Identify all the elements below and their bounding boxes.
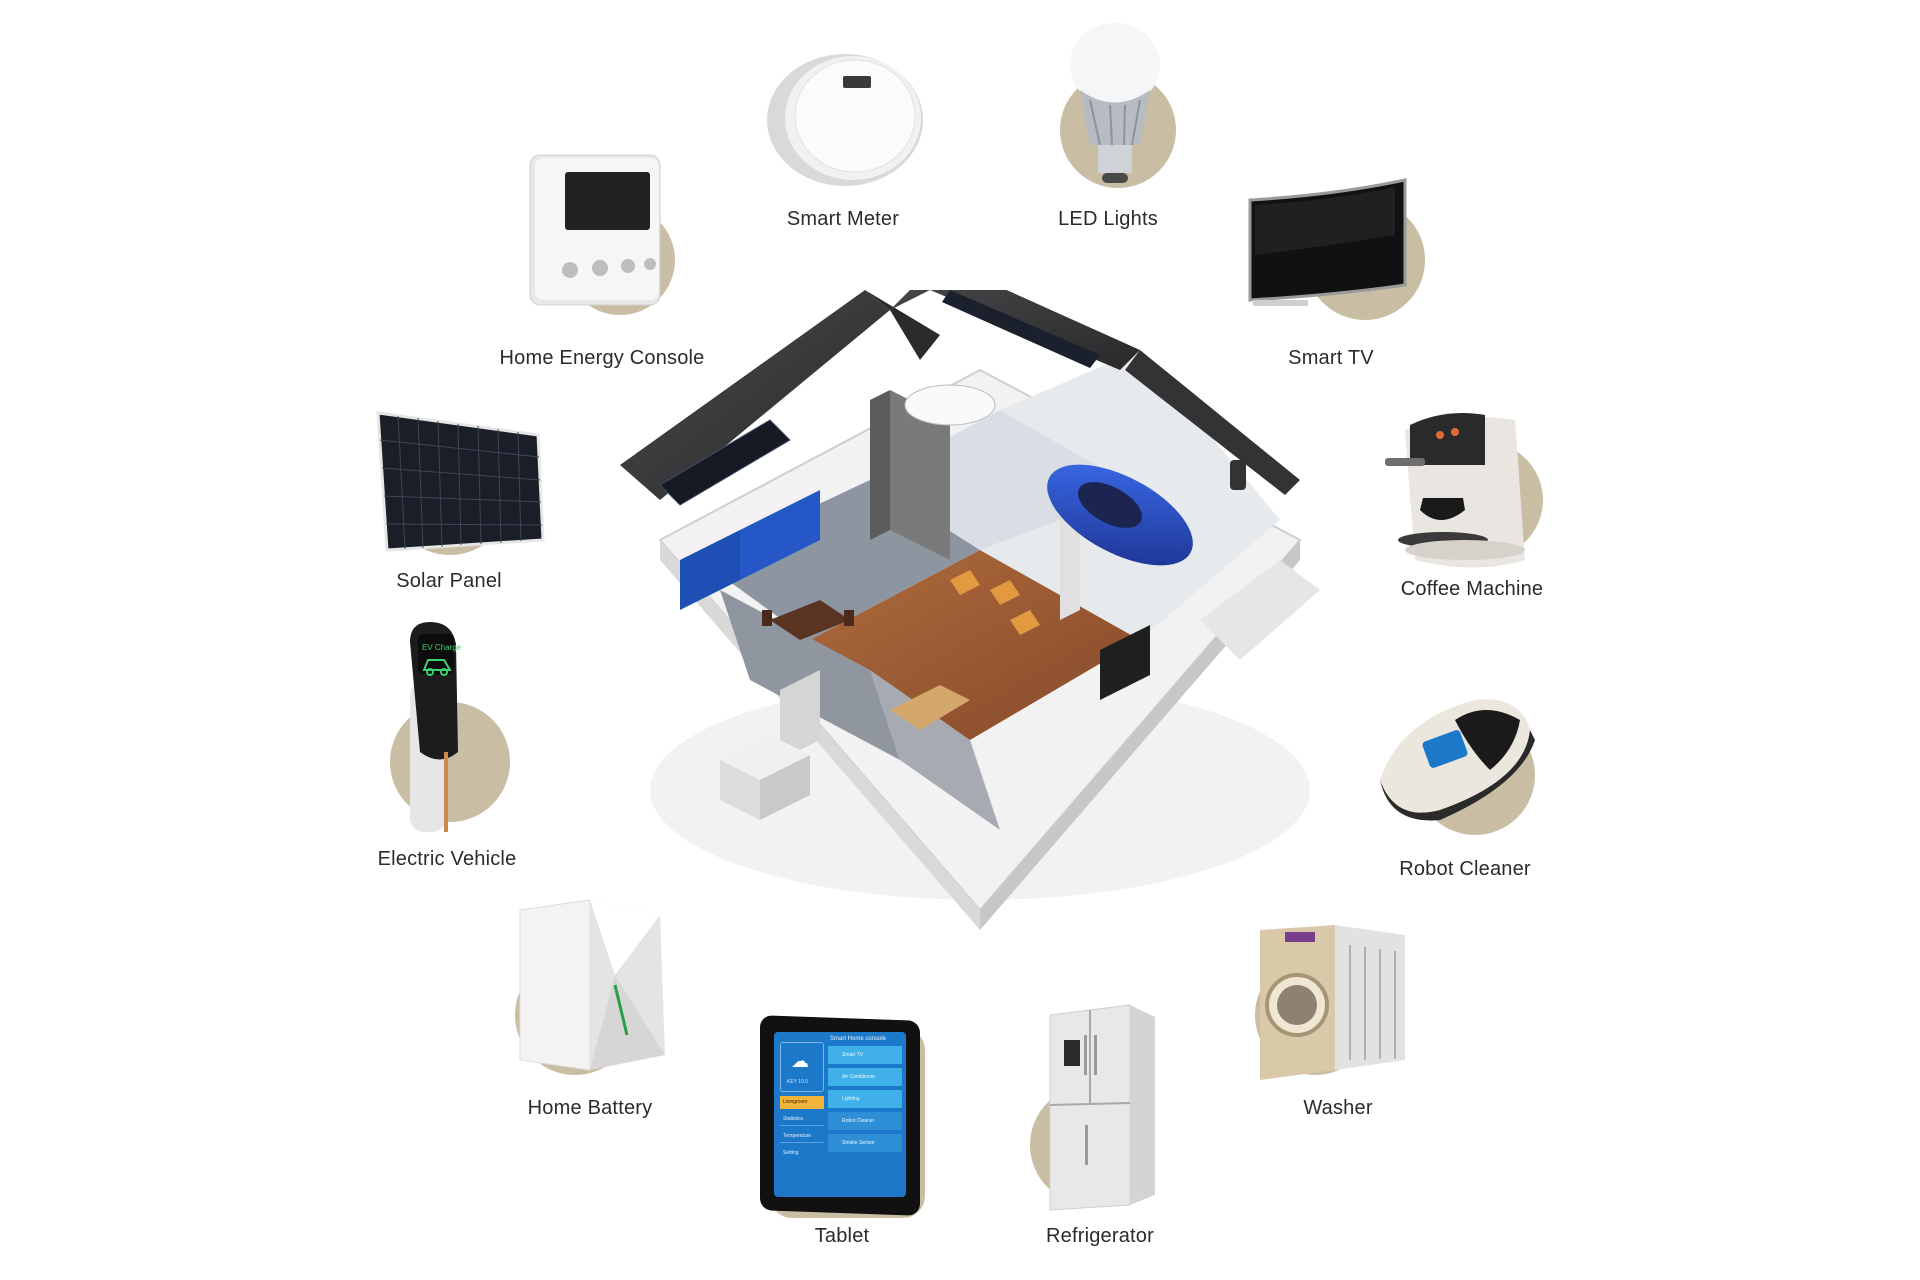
coffee-machine-icon: [1385, 412, 1543, 568]
robot-vacuum-icon: [1380, 699, 1535, 835]
coffee-machine-label: Coffee Machine: [1400, 578, 1544, 600]
cloud-sun-icon: ☁: [791, 1051, 809, 1071]
solar-panel-label: Solar Panel: [396, 570, 502, 592]
washing-machine-icon: [1255, 925, 1405, 1080]
tablet-icon: Smart Home console ☁ KEY 10.5 Livingroom…: [760, 1015, 925, 1218]
smart-meter-icon: [767, 54, 923, 186]
tablet-row: Lighting: [828, 1090, 902, 1108]
home-energy-console-label: Home Energy Console: [499, 347, 705, 369]
tablet-label: Tablet: [814, 1225, 870, 1247]
tablet-row: Robot Cleaner: [828, 1112, 902, 1130]
refrigerator-icon: [1030, 1004, 1155, 1211]
home-battery-label: Home Battery: [527, 1097, 653, 1119]
led-bulb-icon: [1060, 23, 1176, 188]
robot-cleaner-label: Robot Cleaner: [1399, 858, 1531, 880]
tablet-row: Air Conditioner: [828, 1068, 902, 1086]
tablet-menu-item: Setting: [783, 1150, 799, 1156]
ev-charger-icon: EV Charge: [390, 622, 510, 832]
tv-icon: [1248, 178, 1425, 320]
ev-screen-text: EV Charge: [422, 643, 462, 652]
weather-caption: KEY 10.5: [787, 1079, 809, 1085]
home-battery-icon: [515, 899, 665, 1075]
led-lights-label: LED Lights: [1058, 208, 1158, 230]
tablet-menu-item: Temperature: [780, 1130, 824, 1143]
energy-console-icon: [529, 154, 675, 315]
tablet-row: Smart TV: [828, 1046, 902, 1064]
tablet-row: Smoke Sensor: [828, 1134, 902, 1152]
solar-panel-icon: [376, 411, 545, 555]
tablet-screen-title: Smart Home console: [830, 1036, 887, 1042]
refrigerator-label: Refrigerator: [1046, 1225, 1154, 1247]
weather-tile: ☁ KEY 10.5: [780, 1042, 824, 1092]
smart-home-house-icon: [620, 260, 1320, 930]
tablet-menu-item: Livingroom: [780, 1096, 824, 1109]
smart-tv-label: Smart TV: [1288, 347, 1374, 369]
tablet-screen: Smart Home console ☁ KEY 10.5 Livingroom…: [774, 1032, 906, 1197]
electric-vehicle-label: Electric Vehicle: [377, 848, 517, 870]
smart-meter-label: Smart Meter: [786, 208, 900, 230]
tablet-menu-item: Statistics: [780, 1113, 824, 1126]
washer-label: Washer: [1303, 1097, 1373, 1119]
